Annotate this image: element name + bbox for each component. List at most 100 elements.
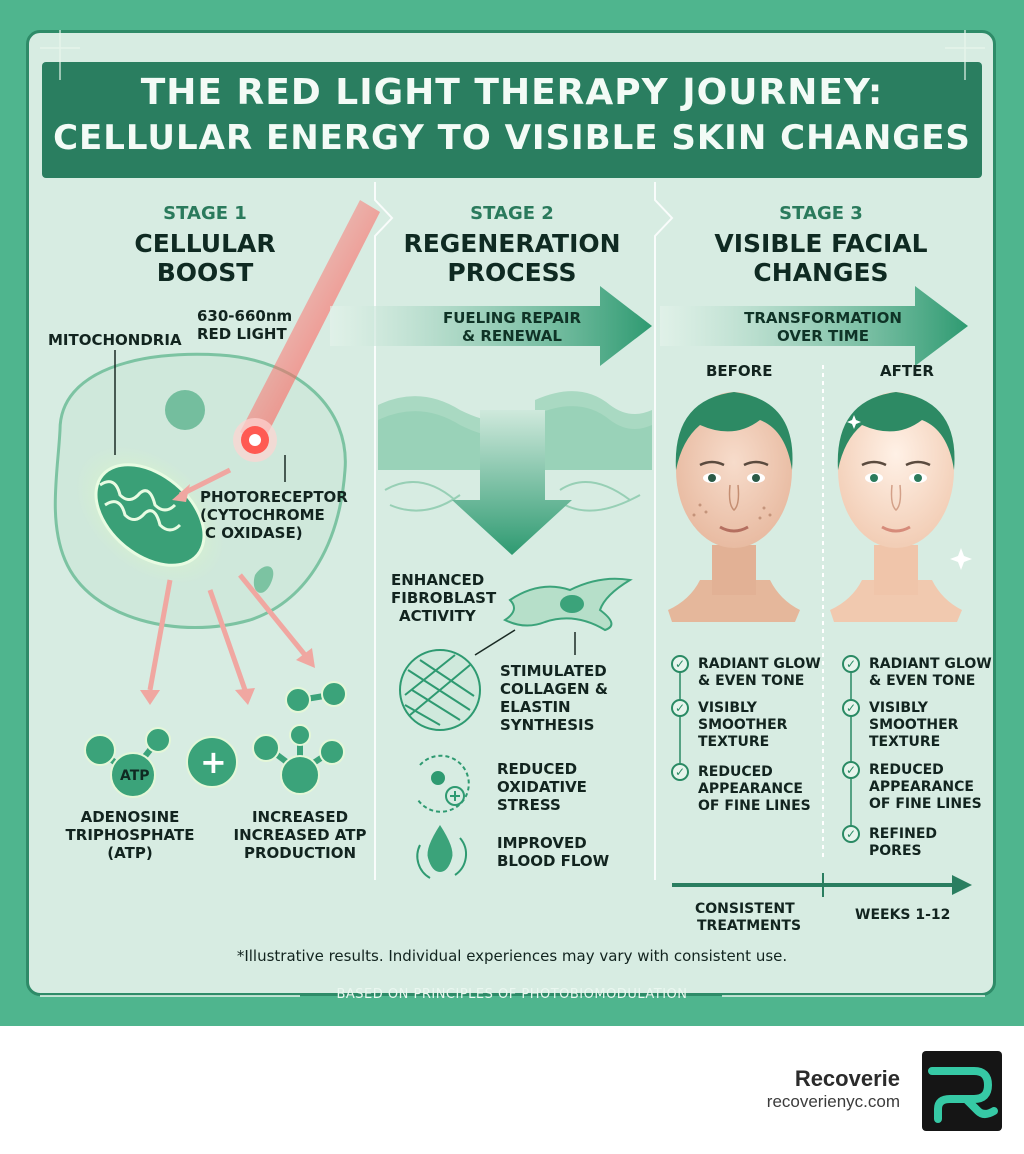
red-light-wavelength: 630-660nm — [197, 307, 293, 325]
check-icon: ✓ — [842, 825, 860, 843]
photoreceptor-line1: PHOTORECEPTOR — [200, 488, 348, 506]
skin-layers — [378, 391, 652, 555]
collagen-line4: SYNTHESIS — [500, 716, 595, 734]
blood-line1: IMPROVED — [497, 834, 587, 852]
check-text-line: RADIANT GLOW — [698, 656, 821, 672]
check-text-line: & EVEN TONE — [869, 673, 976, 689]
illustration-layer — [40, 30, 985, 997]
fibroblast-cell — [474, 577, 633, 656]
check-text-line: APPEARANCE — [869, 779, 974, 795]
check-icon: ✓ — [671, 763, 689, 781]
cell-illustration — [53, 350, 347, 629]
check-icon: ✓ — [671, 655, 689, 673]
check-text-line: APPEARANCE — [698, 781, 803, 797]
stage1-name-line2: BOOST — [156, 258, 254, 287]
increased-line3: PRODUCTION — [243, 844, 357, 862]
oxidative-line3: STRESS — [497, 796, 561, 814]
stage1-name-line1: CELLULAR — [134, 229, 276, 258]
check-text-line: SMOOTHER — [869, 717, 959, 733]
blood-drop-icon — [416, 825, 467, 879]
disclaimer-footnote: *Illustrative results. Individual experi… — [236, 947, 788, 965]
before-check-item: ✓ RADIANT GLOW& EVEN TONE — [671, 655, 821, 690]
collagen-line3: ELASTIN — [500, 698, 571, 716]
check-icon: ✓ — [842, 699, 860, 717]
check-text-line: REDUCED — [869, 762, 944, 778]
title-band — [42, 62, 982, 178]
fibroblast-line2: FIBROBLAST — [391, 589, 497, 607]
stage2-arrow-line1: FUELING REPAIR — [442, 309, 582, 327]
check-text-line: VISIBLY — [869, 700, 928, 716]
increased-line1: INCREASED — [251, 808, 349, 826]
check-text-line: & EVEN TONE — [698, 673, 805, 689]
before-face — [668, 392, 800, 622]
check-icon: ✓ — [842, 655, 860, 673]
stage3-arrow-line1: TRANSFORMATION — [744, 309, 902, 327]
plus-circle — [186, 736, 238, 788]
title-line-1: THE RED LIGHT THERAPY JOURNEY: — [140, 72, 884, 113]
adenosine-line3: (ATP) — [107, 844, 153, 862]
adenosine-line2: TRIPHOSPHATE — [65, 826, 195, 844]
after-label: AFTER — [880, 362, 934, 380]
timeline-left-line2: TREATMENTS — [697, 918, 802, 934]
check-text-line: TEXTURE — [698, 734, 770, 750]
check-text-line: REFINED — [869, 826, 938, 842]
red-light-beam — [233, 200, 380, 482]
atp-badge: ATP — [120, 768, 150, 784]
stage3-name-line1: VISIBLE FACIAL — [714, 229, 928, 258]
fibroblast-line1: ENHANCED — [391, 571, 485, 589]
stage2-flow-arrow — [330, 286, 652, 366]
mitochondria-label: MITOCHONDRIA — [48, 331, 182, 349]
title-line-2: CELLULAR ENERGY TO VISIBLE SKIN CHANGES — [53, 118, 971, 158]
stage3-name-line2: CHANGES — [753, 258, 889, 287]
timeline-arrow — [672, 873, 972, 897]
red-light-label: RED LIGHT — [197, 325, 287, 343]
check-text-line: SMOOTHER — [698, 717, 788, 733]
atp-molecules — [84, 681, 347, 798]
stage2-name-line2: PROCESS — [447, 258, 577, 287]
check-icon: ✓ — [842, 761, 860, 779]
check-text-line: REDUCED — [698, 764, 773, 780]
brand-url[interactable]: recoverienyc.com — [766, 1092, 900, 1111]
after-check-item: ✓ RADIANT GLOW& EVEN TONE — [842, 655, 992, 690]
oxidative-line1: REDUCED — [497, 760, 578, 778]
corner-ornaments — [40, 30, 985, 80]
brand-logo-icon — [922, 1051, 1002, 1131]
fibroblast-line3: ACTIVITY — [399, 607, 476, 625]
stage2-arrow-line2: & RENEWAL — [462, 327, 562, 345]
before-label: BEFORE — [706, 362, 773, 380]
stage3-label: STAGE 3 — [779, 203, 863, 224]
collagen-line2: COLLAGEN & — [500, 680, 608, 698]
check-text-line: OF FINE LINES — [869, 796, 982, 812]
stage-dividers — [374, 182, 674, 880]
timeline-right: WEEKS 1-12 — [855, 907, 951, 923]
after-face — [830, 392, 972, 622]
photoreceptor-line3: C OXIDASE) — [205, 524, 303, 542]
stage3-flow-arrow — [660, 286, 968, 366]
oxidative-stress-icon — [417, 754, 470, 813]
stage2-name-line1: REGENERATION — [403, 229, 621, 258]
timeline-left-line1: CONSISTENT — [695, 901, 795, 917]
check-icon: ✓ — [671, 699, 689, 717]
check-text-line: OF FINE LINES — [698, 798, 811, 814]
stage3-arrow-line2: OVER TIME — [777, 327, 869, 345]
check-text-line: VISIBLY — [698, 700, 757, 716]
blood-line2: BLOOD FLOW — [497, 852, 610, 870]
brand-name: Recoverie — [794, 1066, 900, 1091]
collagen-fibers-icon — [399, 649, 481, 731]
check-text-line: RADIANT GLOW — [869, 656, 992, 672]
collagen-line1: STIMULATED — [500, 662, 607, 680]
check-text-line: PORES — [869, 843, 922, 859]
plus-sign: + — [200, 743, 227, 781]
increased-line2: INCREASED ATP — [233, 826, 367, 844]
photoreceptor-line2: (CYTOCHROME — [200, 506, 325, 524]
stage1-label: STAGE 1 — [163, 203, 247, 224]
adenosine-line1: ADENOSINE — [80, 808, 180, 826]
stage2-label: STAGE 2 — [470, 203, 554, 224]
check-text-line: TEXTURE — [869, 734, 941, 750]
based-on-caption: BASED ON PRINCIPLES OF PHOTOBIOMODULATIO… — [336, 987, 688, 1002]
